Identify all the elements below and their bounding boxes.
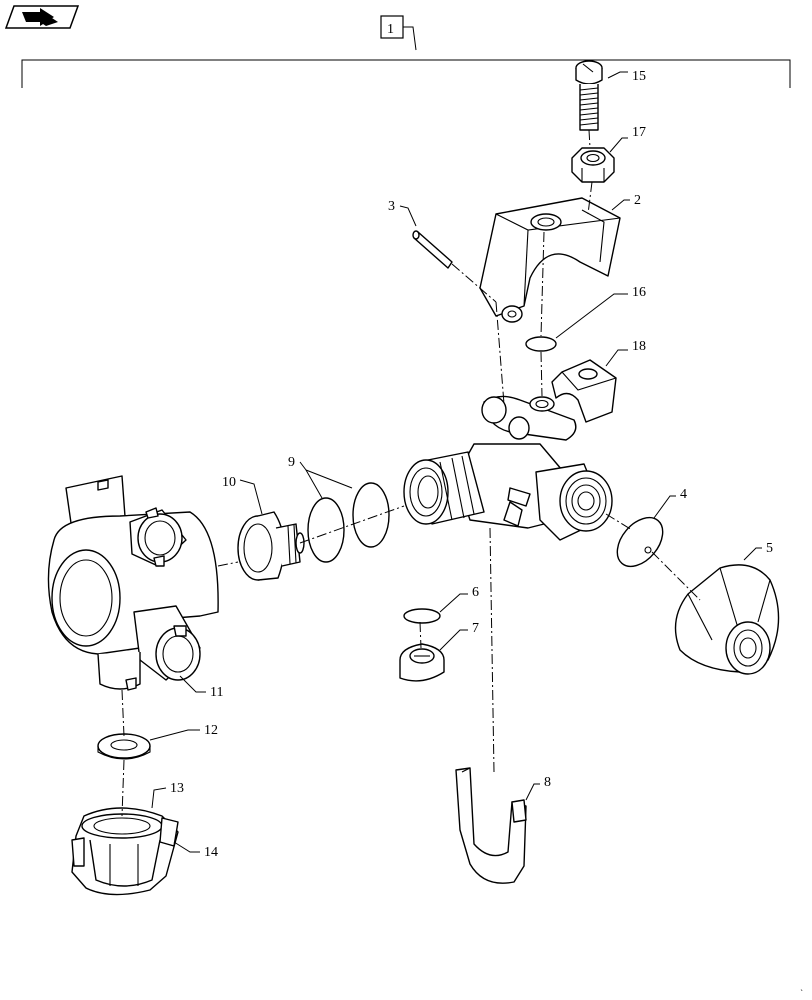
o-ring-part-16 [525, 336, 557, 352]
pin-part-3 [412, 230, 453, 269]
assembly-bracket: 1 [21, 15, 791, 88]
callout-12: 12 [204, 723, 218, 738]
disk-part-4 [616, 516, 664, 568]
saddle-part-18 [551, 359, 617, 423]
bushing-part-7 [399, 643, 445, 682]
callout-16: 16 [632, 285, 646, 300]
callout-18: 18 [632, 339, 646, 354]
callout-10: 10 [222, 475, 236, 490]
nozzle-body-main [403, 395, 613, 541]
callout-9: 9 [288, 455, 295, 470]
washer-part-12 [97, 733, 151, 760]
callout-8: 8 [544, 775, 551, 790]
callout-7: 7 [472, 621, 479, 636]
nut-part-17 [571, 147, 615, 183]
callout-17: 17 [632, 125, 646, 140]
callout-2: 2 [634, 193, 641, 208]
clamp-part-2 [479, 197, 621, 323]
callout-3: 3 [388, 199, 395, 214]
center-lines [121, 129, 701, 817]
clip-part-8 [455, 767, 527, 884]
callout-4: 4 [680, 487, 687, 502]
callout-15: 15 [632, 69, 646, 84]
check-valve-part-10 [237, 511, 305, 581]
corner-mark: ` [800, 988, 804, 998]
callout-5: 5 [766, 541, 773, 556]
o-rings-part-9 [307, 482, 390, 563]
cap-part-5 [674, 564, 780, 675]
o-ring-part-6 [403, 608, 441, 624]
book-arrow-icon[interactable] [4, 5, 80, 29]
screw-part-15 [575, 60, 603, 131]
turret-body-part-11 [47, 475, 219, 691]
coupler-part-13-14 [71, 807, 179, 896]
callout-14: 14 [204, 845, 218, 860]
callout-6: 6 [472, 585, 479, 600]
callout-11: 11 [210, 685, 223, 700]
callout-1: 1 [387, 22, 394, 37]
callout-13: 13 [170, 781, 184, 796]
